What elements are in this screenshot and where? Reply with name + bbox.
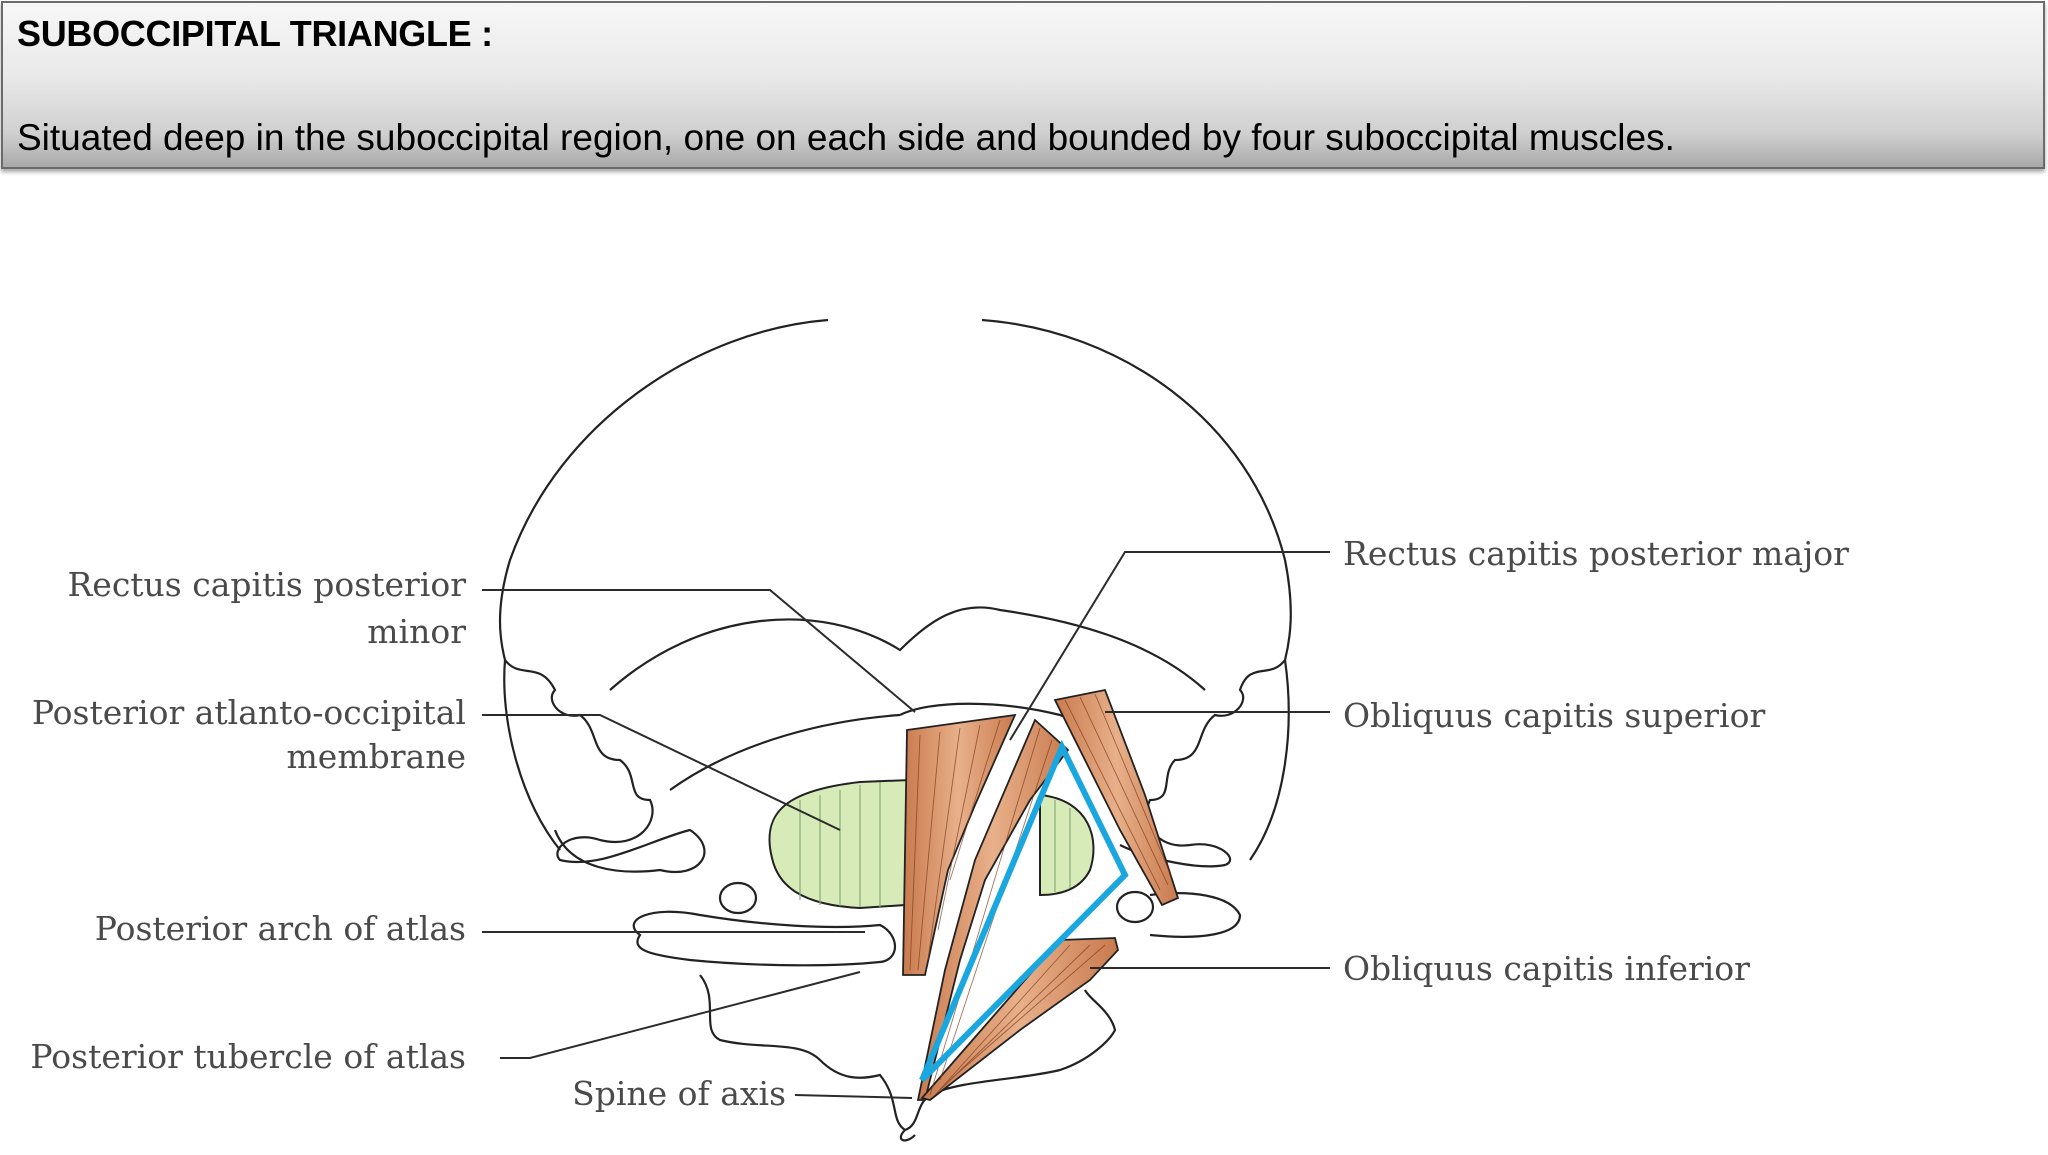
- leader-lines: [482, 551, 1330, 1099]
- label-posterior-tubercle: Posterior tubercle of atlas: [30, 1037, 466, 1076]
- label-rcp-major: Rectus capitis posterior major: [1343, 534, 1849, 573]
- slide-title: SUBOCCIPITAL TRIANGLE :: [17, 13, 493, 54]
- label-oc-inferior: Obliquus capitis inferior: [1343, 949, 1750, 988]
- label-spine-axis: Spine of axis: [572, 1074, 786, 1113]
- label-rcp-minor-line2: minor: [367, 612, 466, 651]
- label-posterior-arch: Posterior arch of atlas: [95, 909, 466, 948]
- label-rcp-minor-line1: Rectus capitis posterior: [67, 565, 466, 604]
- suboccipital-triangle-outline: [919, 739, 1129, 1083]
- slide-subtitle: Situated deep in the suboccipital region…: [17, 117, 1675, 158]
- skull-outline: [498, 318, 1292, 873]
- slide-header: SUBOCCIPITAL TRIANGLE : Situated deep in…: [1, 1, 2045, 169]
- label-membrane-line2: membrane: [287, 737, 466, 776]
- atlas-axis-outline: [632, 881, 1242, 1142]
- label-membrane-line1: Posterior atlanto-occipital: [32, 693, 466, 732]
- label-oc-superior: Obliquus capitis superior: [1343, 696, 1765, 735]
